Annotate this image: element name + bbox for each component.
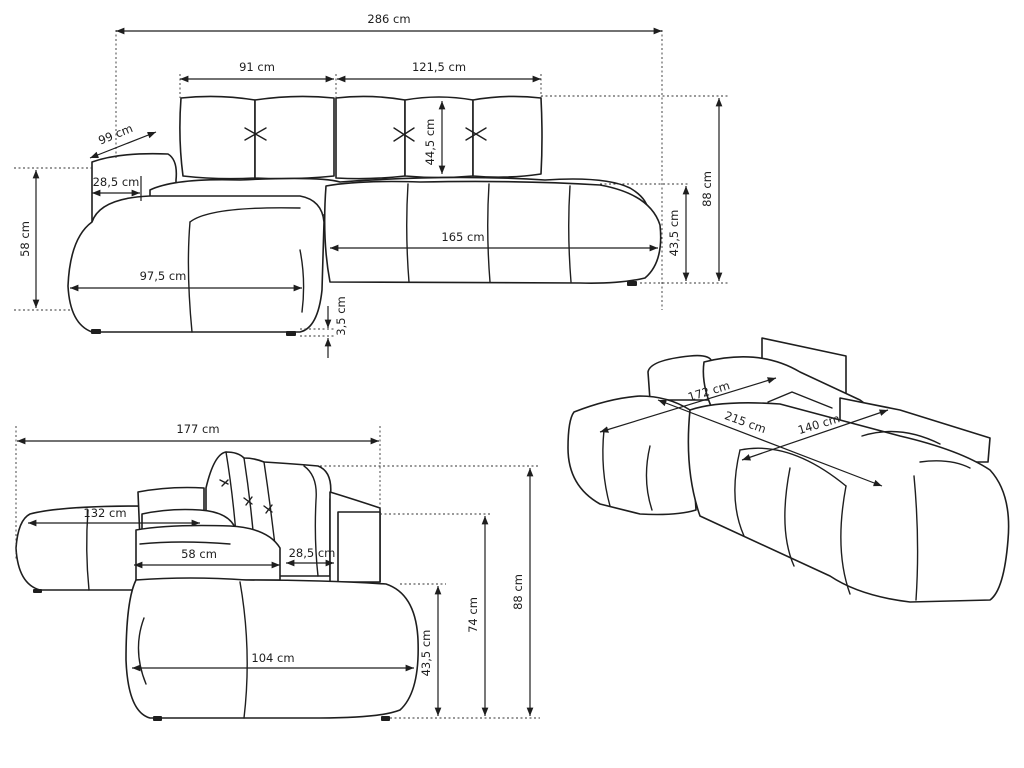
main-seat [323,180,662,284]
dim-leg-height: 3,5 cm [334,296,348,335]
back-cushion-5 [472,95,543,178]
side-guides [15,426,540,719]
dim-armrest-width: 28,5 cm [93,175,140,189]
dim-side-seat-height: 43,5 cm [419,630,433,677]
dim-total-height: 88 cm [700,171,714,207]
side-front-armrest [337,511,381,583]
dim-total-depth: 177 cm [176,422,219,436]
side-seat-front [125,577,419,719]
dim-cushion-height: 44,5 cm [423,119,437,166]
dim-back-right-width: 121,5 cm [412,60,466,74]
bed-view [567,337,1010,603]
dim-back-left-width: 91 cm [239,60,275,74]
dim-chaise-depth: 132 cm [83,506,126,520]
back-cushions [179,95,543,180]
side-chaise [15,505,141,591]
bed-chaise [567,395,697,516]
back-cushion-2 [254,95,335,180]
dim-seat-length: 104 cm [251,651,294,665]
dim-side-total-height: 88 cm [511,574,525,610]
dim-armrest-height: 74 cm [466,597,480,633]
dim-side-armrest-width: 28,5 cm [289,546,336,560]
side-view [15,451,419,721]
dim-seat-depth: 58 cm [181,547,217,561]
back-cushion-3 [335,95,406,180]
side-dimensions: 177 cm 132 cm 58 cm 28,5 cm 104 cm 43,5 … [17,422,534,716]
dim-chaise-width: 97,5 cm [140,269,187,283]
front-guides [14,30,730,337]
dim-total-width: 286 cm [367,12,410,26]
dim-armrest-depth: 99 cm [96,121,134,147]
front-view [67,95,662,336]
dim-seat-height: 43,5 cm [667,210,681,257]
dim-chaise-height: 58 cm [18,221,32,257]
back-cushion-1 [179,95,256,180]
back-cushion-4 [404,96,474,179]
dim-seat-width: 165 cm [441,230,484,244]
chaise-long [67,195,325,333]
